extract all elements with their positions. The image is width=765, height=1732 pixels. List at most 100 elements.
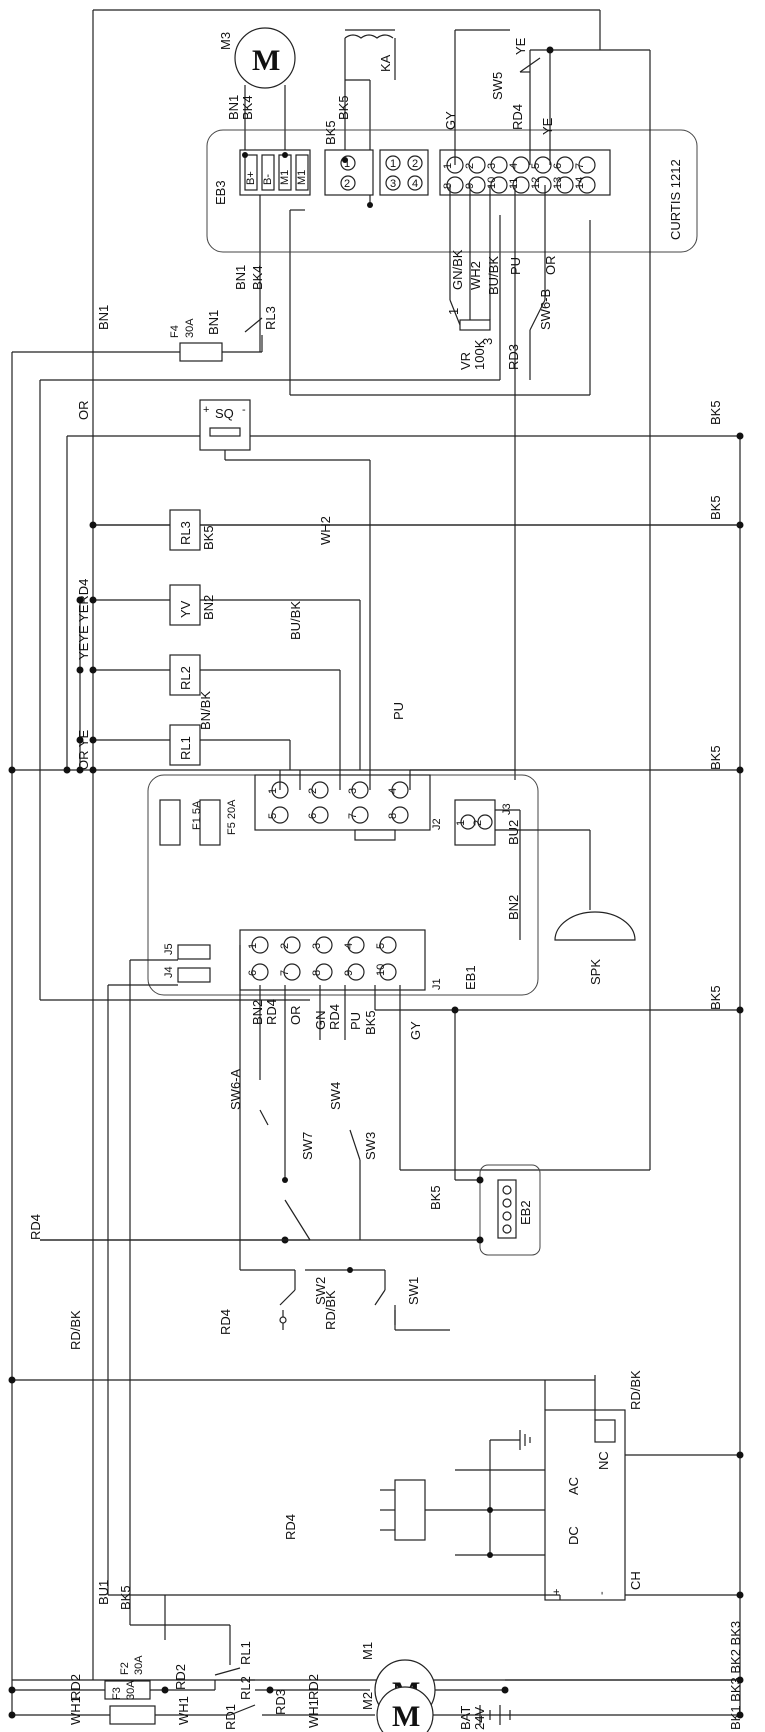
charger: CH AC DC NC + -	[8, 1375, 643, 1601]
sw2-label: SW2	[313, 1277, 328, 1305]
pin-number: 8	[442, 183, 454, 189]
svg-text:J2: J2	[431, 818, 443, 830]
sq-sensor: SQ + -	[199, 399, 371, 770]
svg-text:DC: DC	[566, 1526, 581, 1545]
wire-label-yeye: YEYE YERD4	[76, 579, 91, 660]
connector-pin	[490, 156, 508, 174]
wire-label-rdbk_ch: RD/BK	[628, 1370, 643, 1410]
wire-label-vr: VR	[458, 352, 473, 370]
wire-label-rd4_bottom: RD4	[283, 1514, 298, 1540]
pin-number: 6	[552, 163, 564, 169]
svg-text:2: 2	[344, 178, 350, 190]
svg-text:J4: J4	[163, 966, 175, 978]
svg-text:+: +	[551, 1589, 563, 1595]
sw7-label: SW7	[300, 1132, 315, 1160]
wire-label-rdbk_sw2: RD/BK	[323, 1290, 338, 1330]
wire-label-bn1_f4: BN1	[206, 310, 221, 335]
pin-number: 5	[267, 813, 279, 819]
svg-text:EB1: EB1	[463, 965, 478, 990]
wire-label-pu_top: PU	[508, 257, 523, 275]
rd4-bu1	[107, 959, 560, 1640]
wire-label-bk5_eb2: BK5	[428, 1185, 443, 1210]
wire-label-bubk_top: BU/BK	[486, 256, 501, 295]
connector-pin	[490, 176, 508, 194]
svg-text:1: 1	[390, 158, 396, 170]
wire-label-rd3_vr: RD3	[506, 344, 521, 370]
svg-text:CH: CH	[628, 1571, 643, 1590]
wire-label-ye_sw5: YE	[513, 37, 528, 55]
wire-label-bn1_rl3: BN1	[233, 265, 248, 290]
curtis-controller: EB3 CURTIS 1212 B+ B- M1 M1 1 2 1 2 3 4 …	[206, 129, 698, 253]
connector-pin	[351, 806, 369, 824]
yv-valve: YV	[169, 584, 361, 770]
wire-label-gy_top: GY	[443, 111, 458, 130]
pin-number: 7	[574, 163, 586, 169]
svg-text:F5 20A: F5 20A	[226, 799, 238, 835]
pin-number: 5	[375, 943, 387, 949]
pin-number: 9	[343, 970, 355, 976]
connector-pin	[477, 814, 493, 830]
pin-number: 7	[347, 813, 359, 819]
connector-pin	[391, 806, 409, 824]
svg-text:BAT: BAT	[458, 1706, 473, 1730]
wire-label-bnbk: BN/BK	[198, 691, 213, 730]
svg-text:AC: AC	[566, 1477, 581, 1495]
rl2-relay: RL2	[169, 654, 341, 770]
pin-number: 2	[279, 943, 291, 949]
wire-label-bn2_spk: BN2	[506, 895, 521, 920]
pin-number: 1	[455, 820, 467, 826]
svg-text:RL3: RL3	[178, 521, 193, 545]
connector-pin	[283, 936, 301, 954]
m3-motor: M M3	[218, 27, 296, 155]
pin-number: 8	[387, 813, 399, 819]
svg-text:CURTIS 1212: CURTIS 1212	[668, 159, 683, 240]
pin-number: 4	[343, 943, 355, 949]
pin-number: 1	[442, 163, 454, 169]
connector-pin	[347, 936, 365, 954]
wire-label-rd4_left: RD4	[28, 1214, 43, 1240]
pin-number: 6	[307, 813, 319, 819]
wire-label-rl3: RL3	[263, 306, 278, 330]
svg-text:SPK: SPK	[588, 959, 603, 985]
left-taps	[8, 435, 200, 774]
wire-label-bu2: BU2	[506, 820, 521, 845]
wire-label-rd2_a: RD2	[68, 1674, 83, 1700]
rl3-contact	[244, 317, 263, 352]
connector-pin	[347, 963, 365, 981]
wire-label-rd4_top: RD4	[510, 104, 525, 130]
wire-label-bk_bottom: BK1 BK3 BK2 BK3	[728, 1621, 743, 1730]
pin-number: 8	[311, 970, 323, 976]
svg-text:B-: B-	[262, 174, 274, 185]
m2-branch: F3 30A RL2 M M2	[8, 1676, 744, 1732]
wire-label-vr_val: 100K	[472, 339, 487, 370]
svg-text:RL2: RL2	[178, 666, 193, 690]
svg-text:KA: KA	[378, 54, 393, 72]
wire-label-vr3: 3	[480, 338, 495, 345]
connector-pin	[315, 963, 333, 981]
pin-number: 2	[472, 820, 484, 826]
svg-text:YV: YV	[178, 600, 193, 618]
svg-text:30A: 30A	[125, 1680, 137, 1700]
pin-number: 10	[375, 964, 387, 976]
svg-text:J5: J5	[163, 943, 175, 955]
wire-label-gn_j1: GN	[313, 1011, 328, 1031]
pin-number: 4	[387, 788, 399, 794]
svg-text:F2: F2	[119, 1662, 131, 1675]
pin-number: 12	[530, 177, 542, 189]
wire-label-rd4_j1: RD4	[264, 999, 279, 1025]
connector-pin	[468, 176, 486, 194]
svg-text:M: M	[392, 1700, 420, 1732]
wire-label-bn1_top: BN1	[226, 95, 241, 120]
wire-label-pu_j1: PU	[348, 1012, 363, 1030]
pin-number: 7	[279, 970, 291, 976]
connector-pin	[271, 806, 289, 824]
pin-number: 1	[247, 943, 259, 949]
pin-number: 6	[247, 970, 259, 976]
connector-pin	[460, 814, 476, 830]
svg-text:RL1: RL1	[178, 736, 193, 760]
connector-pin	[534, 156, 552, 174]
wire-label-wh1_a: WH1	[68, 1696, 83, 1725]
pin-number: 14	[574, 177, 586, 189]
